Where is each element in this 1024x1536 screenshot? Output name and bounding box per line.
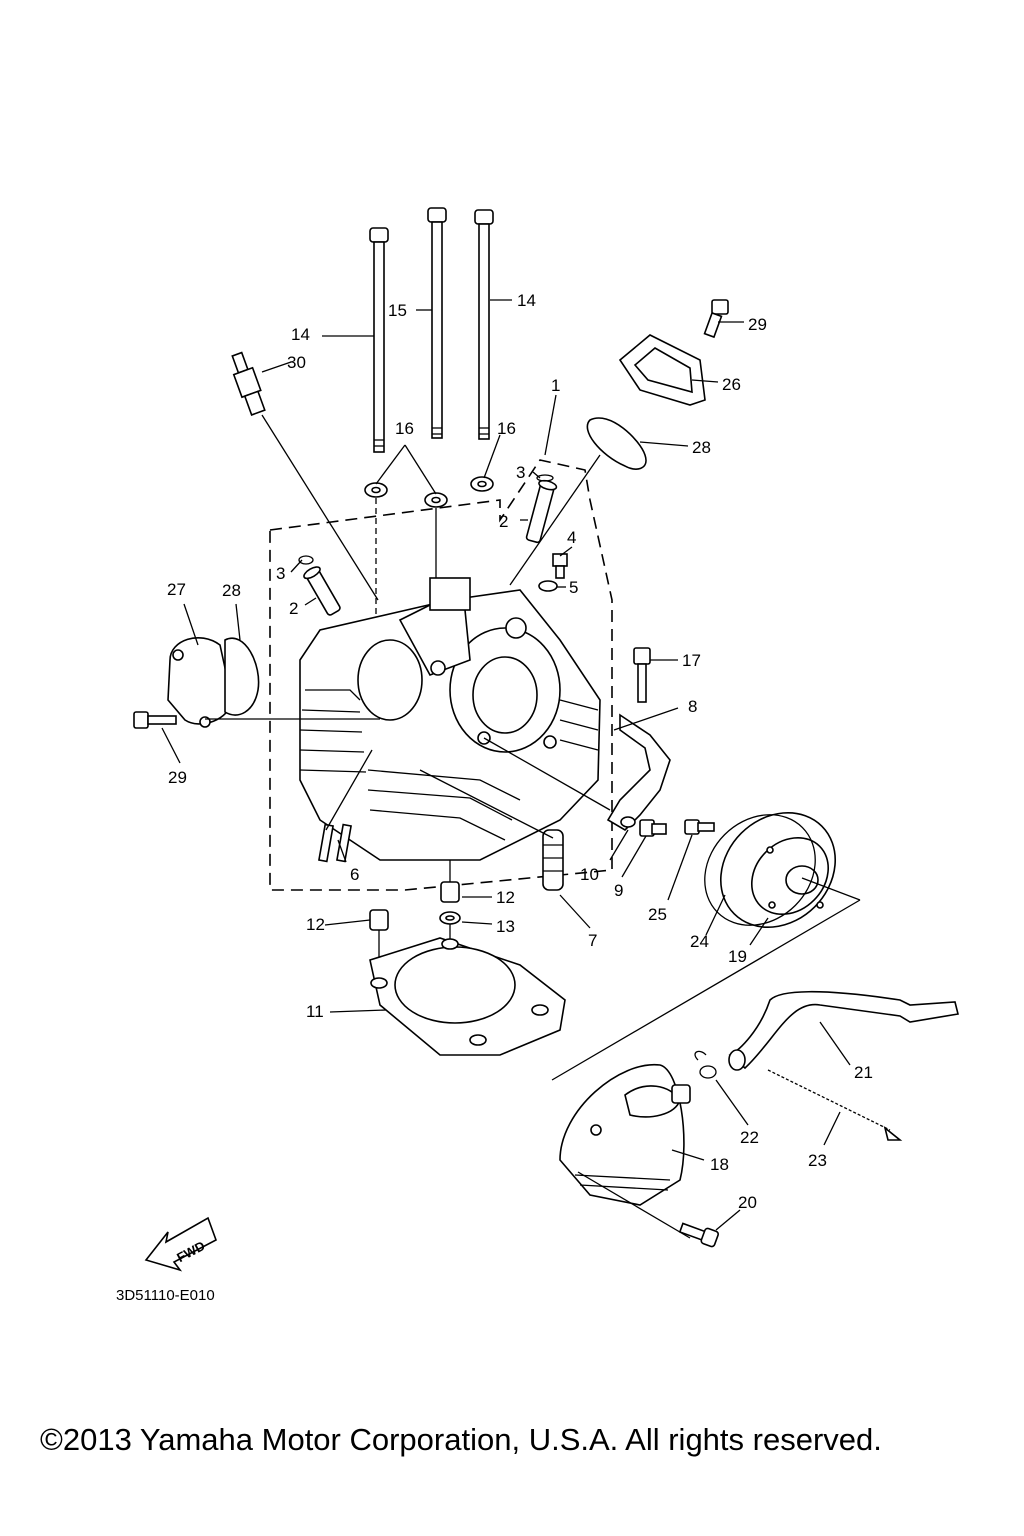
callout-30: 30: [287, 353, 306, 372]
callout-19: 19: [728, 947, 747, 966]
copyright-notice: ©2013 Yamaha Motor Corporation, U.S.A. A…: [40, 1422, 882, 1457]
dowel-12-right: [440, 881, 460, 903]
bolt-17: [633, 647, 651, 703]
diagram-code: 3D51110-E010: [116, 1287, 215, 1304]
callout-6: 6: [350, 865, 359, 884]
dowel-12-left: [369, 909, 389, 931]
o-ring-24: [704, 814, 816, 926]
side-cover-27: [167, 636, 233, 728]
gasket-28-left: [224, 637, 260, 716]
callout-17: 17: [682, 651, 701, 670]
clip-22: [694, 1050, 717, 1079]
callout-2-upper: 2: [499, 512, 508, 531]
bolt-25: [684, 819, 715, 835]
callout-28-upper: 28: [692, 438, 711, 457]
washer-5: [538, 580, 558, 592]
callout-29-upper: 29: [748, 315, 767, 334]
cylinder-head-assembly-outline: [269, 459, 613, 891]
callout-labels: 1 2 2 3 3 4 5 6 7 8 9 10 11 12 12 13 14 …: [167, 291, 873, 1212]
bolt-29-left: [133, 711, 177, 729]
cover-18: [559, 1063, 691, 1206]
bolt-4: [552, 553, 568, 579]
callout-13: 13: [496, 917, 515, 936]
callout-24: 24: [690, 932, 709, 951]
head-bolt-left: [369, 227, 389, 453]
band-23: [767, 1069, 903, 1141]
clip-3-lower: [298, 555, 314, 565]
valve-guide-lower: [303, 566, 341, 616]
leader-lines: [161, 299, 851, 1231]
clip-3-upper: [536, 474, 554, 482]
valve-guide-upper: [525, 479, 558, 544]
callout-28-left: 28: [222, 581, 241, 600]
callout-22: 22: [740, 1128, 759, 1147]
callout-15: 15: [388, 301, 407, 320]
hose-21: [728, 990, 959, 1070]
head-bolt-right: [474, 209, 494, 440]
callout-18: 18: [710, 1155, 729, 1174]
callout-8: 8: [688, 697, 697, 716]
spark-plug: [231, 351, 266, 416]
callout-25: 25: [648, 905, 667, 924]
head-gasket-11: [369, 937, 566, 1056]
cylinder-head: [299, 577, 601, 861]
callout-9: 9: [614, 881, 623, 900]
callout-1: 1: [551, 376, 560, 395]
callout-29-left: 29: [168, 768, 187, 787]
callout-11: 11: [306, 1002, 324, 1021]
callout-23: 23: [808, 1151, 827, 1170]
callout-4: 4: [567, 528, 576, 547]
callout-10: 10: [580, 865, 599, 884]
cap-19: [719, 811, 837, 929]
callout-7: 7: [588, 931, 597, 950]
callout-12-right: 12: [496, 888, 515, 907]
callout-21: 21: [854, 1063, 873, 1082]
bolt-20: [678, 1222, 720, 1248]
callout-3-lower: 3: [276, 564, 285, 583]
callout-2-lower: 2: [289, 599, 298, 618]
callout-16-right: 16: [497, 419, 516, 438]
bolt-9: [639, 819, 667, 837]
intake-joint-26: [618, 334, 706, 406]
callout-5: 5: [569, 578, 578, 597]
callout-16-left: 16: [395, 419, 414, 438]
pipe-7: [542, 829, 564, 891]
stud-bolts-6: [318, 823, 352, 863]
callout-27: 27: [167, 580, 186, 599]
head-bolt-center: [427, 207, 447, 439]
washer-10: [620, 816, 636, 828]
callout-12-left: 12: [306, 915, 325, 934]
callout-14-right: 14: [517, 291, 536, 310]
callout-14-left: 14: [291, 325, 310, 344]
bolt-29-upper: [703, 299, 729, 339]
fwd-arrow-icon: FWD: [144, 1216, 217, 1272]
callout-26: 26: [722, 375, 741, 394]
callout-20: 20: [738, 1193, 757, 1212]
callout-3-upper: 3: [516, 463, 525, 482]
plate-8: [606, 713, 671, 832]
gasket-28-upper: [586, 417, 647, 470]
